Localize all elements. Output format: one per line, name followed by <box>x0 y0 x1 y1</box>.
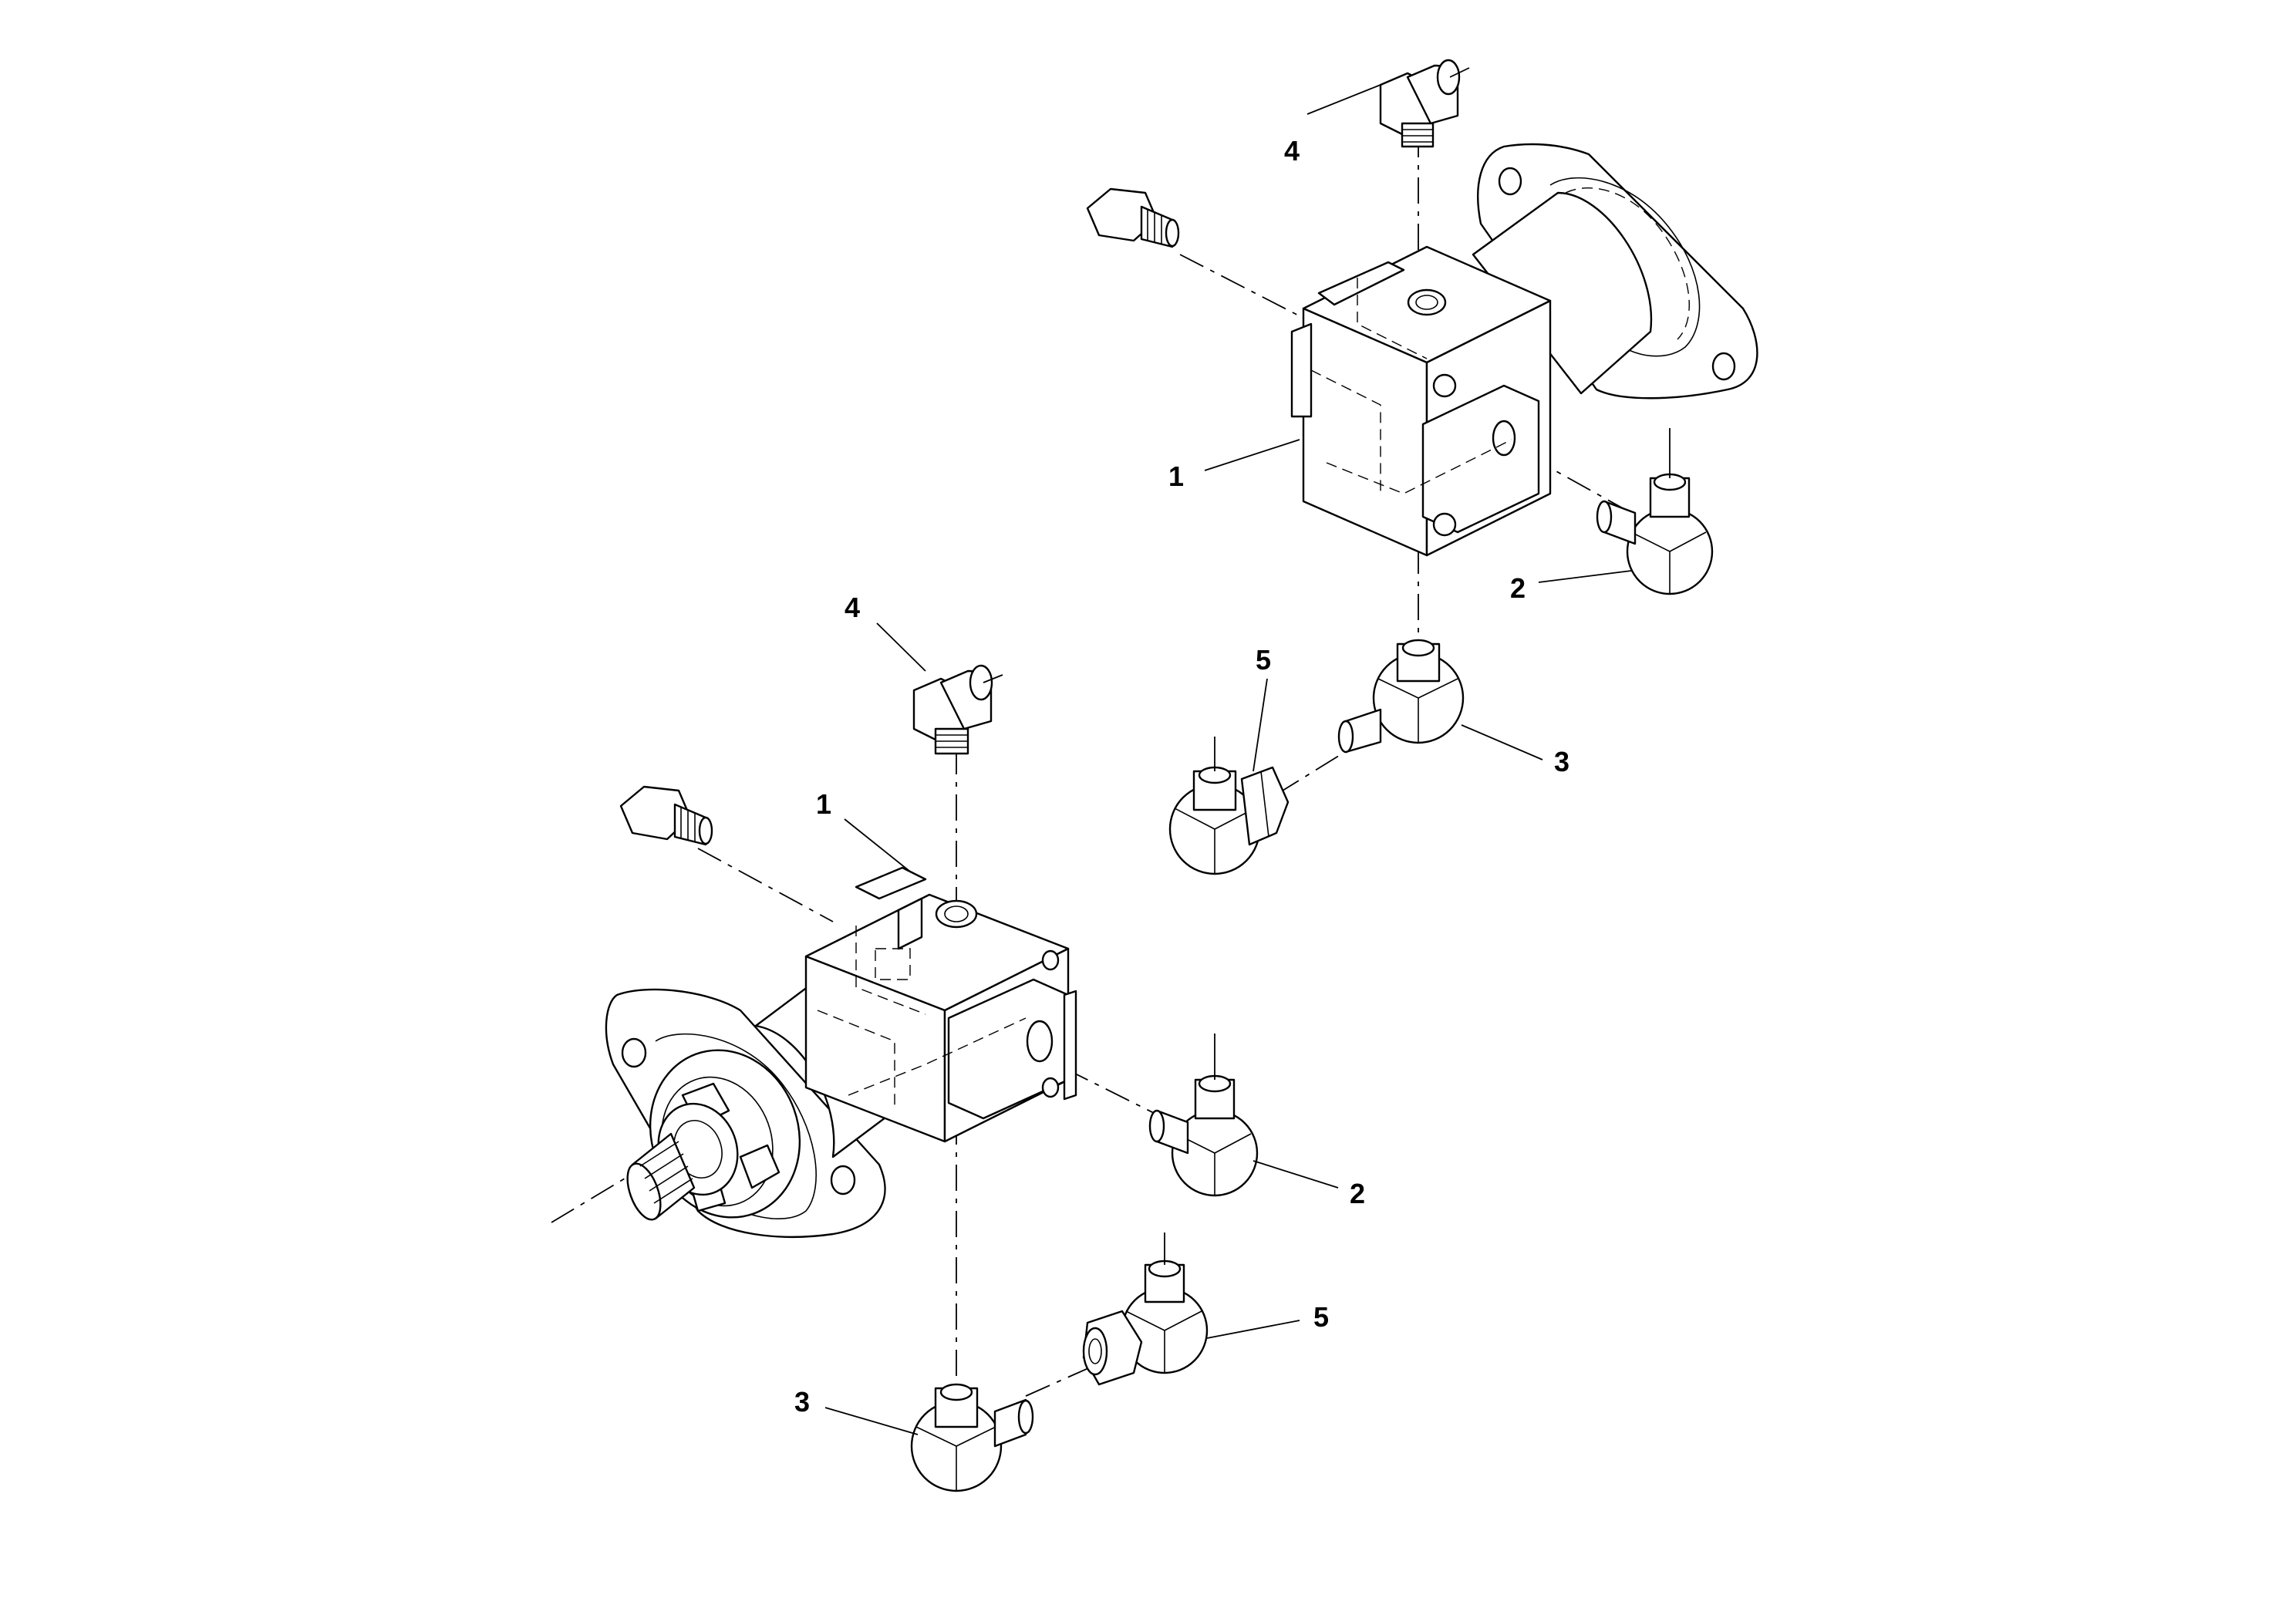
upper-hex-plug <box>1086 187 1180 248</box>
leader-lower-3 <box>824 1407 919 1435</box>
upper-assembly: 4 1 2 3 5 <box>1086 59 1758 875</box>
leader-upper-3 <box>1461 724 1543 760</box>
upper-tee-fitting <box>1337 639 1465 754</box>
callout-upper-1: 1 <box>1168 460 1184 492</box>
callout-lower-3: 3 <box>794 1386 810 1418</box>
leader-lower-5 <box>1206 1320 1300 1339</box>
upper-top-fitting <box>1379 59 1470 148</box>
callout-lower-1: 1 <box>816 788 831 820</box>
lower-assembly: 4 1 2 3 5 <box>551 592 1365 1492</box>
leader-lower-2 <box>1253 1160 1339 1189</box>
leader-lower-1 <box>844 818 911 872</box>
callout-lower-5: 5 <box>1313 1301 1329 1333</box>
leader-upper-2 <box>1538 570 1632 583</box>
lower-hex-plug <box>619 785 713 846</box>
lower-tee-fitting <box>910 1383 1034 1492</box>
lower-adapter-fitting <box>1082 1233 1209 1386</box>
callout-upper-2: 2 <box>1510 572 1526 604</box>
lower-elbow-fitting <box>1148 1034 1259 1197</box>
upper-plug-centerline <box>1179 254 1316 325</box>
lower-plug-centerline <box>697 848 834 922</box>
callout-upper-4: 4 <box>1284 135 1300 167</box>
callout-lower-2: 2 <box>1350 1178 1365 1209</box>
lower-adapter-centerline <box>1025 1364 1096 1397</box>
lower-elbow-centerline <box>1064 1067 1165 1119</box>
leader-upper-4 <box>1306 84 1381 115</box>
upper-elbow-fitting <box>1596 428 1714 595</box>
upper-valve-block <box>1290 245 1552 557</box>
lower-valve-block <box>804 866 1077 1143</box>
lower-top-fitting <box>912 664 1003 755</box>
leader-lower-4 <box>876 622 926 672</box>
leader-upper-1 <box>1204 439 1300 471</box>
leader-upper-5 <box>1253 678 1268 772</box>
upper-motor-body <box>1472 191 1653 395</box>
upper-adapter-fitting <box>1168 737 1290 875</box>
upper-adapter-centerline <box>1276 744 1358 795</box>
callout-upper-3: 3 <box>1554 746 1569 777</box>
callout-lower-4: 4 <box>845 592 860 623</box>
callout-upper-5: 5 <box>1256 644 1271 676</box>
lower-motor-flange <box>605 988 886 1238</box>
